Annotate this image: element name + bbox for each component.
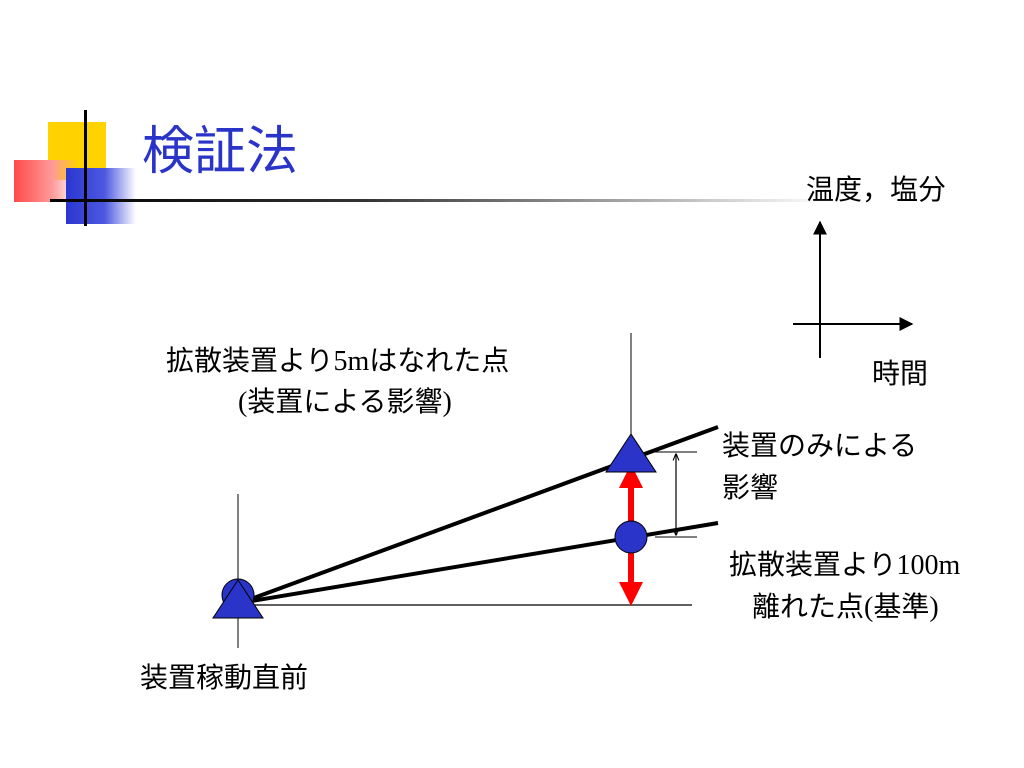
inset-y-label: 温度，塩分 bbox=[806, 173, 947, 206]
decor-blue-square bbox=[66, 168, 136, 224]
label-5m-line1: 拡散装置より5mはなれた点 bbox=[166, 344, 510, 377]
triangle-marker-icon bbox=[212, 579, 264, 619]
slide-title: 検証法 bbox=[142, 122, 299, 182]
label-5m-line2: (装置による影響) bbox=[238, 385, 452, 418]
label-device-only-line1: 装置のみによる bbox=[722, 429, 918, 462]
red-arrow-head-down bbox=[619, 582, 643, 606]
title-underline bbox=[50, 199, 830, 202]
label-device-only-line2: 影響 bbox=[722, 471, 779, 504]
label-100m-line2: 離れた点(基準) bbox=[752, 590, 939, 623]
label-100m-line1: 拡散装置より100m bbox=[729, 548, 961, 581]
decor-vertical-line bbox=[84, 110, 87, 226]
triangle-marker-icon bbox=[605, 433, 657, 473]
label-before-operation: 装置稼動直前 bbox=[140, 661, 309, 694]
inset-x-label: 時間 bbox=[872, 357, 929, 390]
circle-marker-icon bbox=[614, 520, 648, 554]
red-arrow-head-up bbox=[619, 464, 643, 488]
trend-line-5m bbox=[239, 425, 719, 605]
